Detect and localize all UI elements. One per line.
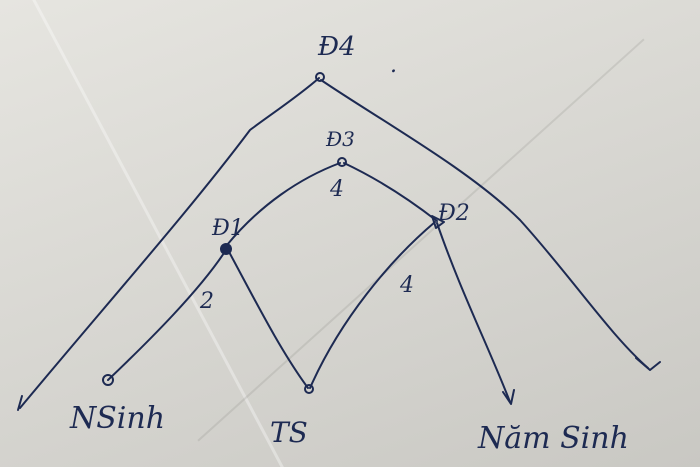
edge-d3-d1 xyxy=(226,162,341,246)
arrow-head-namsinh xyxy=(502,389,515,405)
node-nsinh-label: NSinh xyxy=(69,401,165,436)
node-nsinh-marker xyxy=(102,374,114,386)
arrow-head-left xyxy=(17,395,23,411)
node-d4-label: Đ4 xyxy=(317,32,356,62)
edge-ts-d2 xyxy=(309,221,436,389)
edge-weight-ts-d2: 4 xyxy=(399,273,414,298)
edge-weight-d1-nsinh: 2 xyxy=(199,289,214,314)
node-d1-label: Đ1 xyxy=(211,216,244,241)
node-namsinh-label: Năm Sinh xyxy=(477,421,629,456)
node-d4-marker xyxy=(315,72,325,82)
node-d2-label: Đ2 xyxy=(437,201,470,226)
node-d1-marker xyxy=(220,243,232,255)
node-ts-marker xyxy=(304,384,314,394)
edge-d1-ts xyxy=(227,249,309,389)
edge-d1-nsinh xyxy=(107,249,227,381)
edge-d4-right xyxy=(320,79,649,369)
node-d3-label: Đ3 xyxy=(325,127,355,151)
node-d2-marker xyxy=(431,215,445,229)
node-d4-dot: . xyxy=(390,53,397,78)
edge-d3-d2 xyxy=(343,162,438,222)
edge-d4-left xyxy=(19,77,320,409)
node-d3-marker xyxy=(337,157,347,167)
edge-weight-d3-d1: 4 xyxy=(329,177,344,202)
edge-d2-namsinh xyxy=(436,222,511,403)
node-ts-label: TS xyxy=(270,416,308,449)
arrow-head-right xyxy=(635,357,661,371)
